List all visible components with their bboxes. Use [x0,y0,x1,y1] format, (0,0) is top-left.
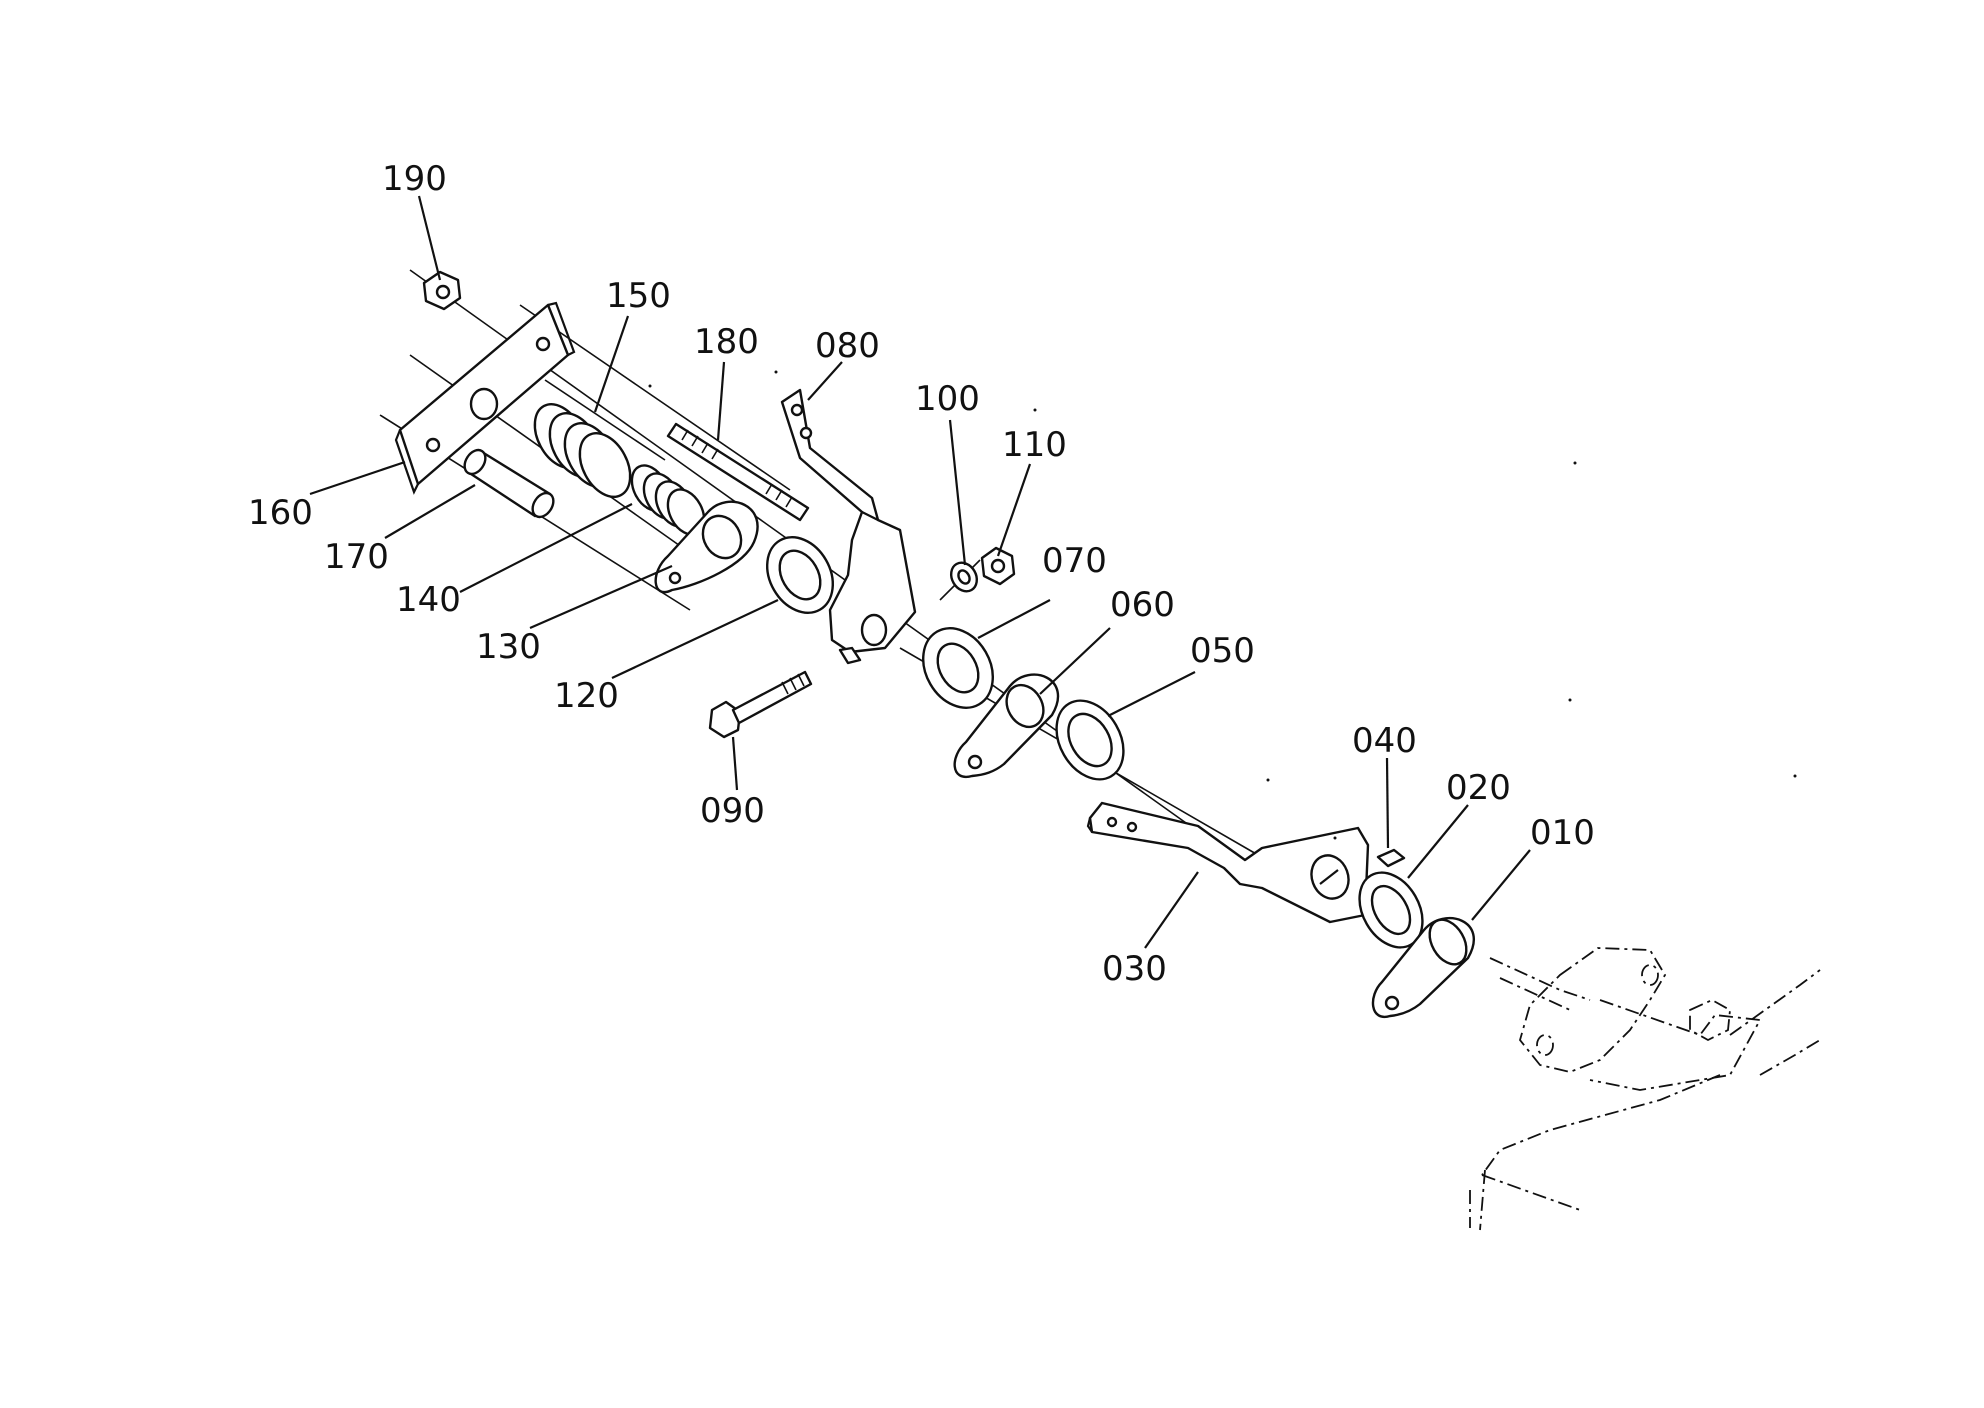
callout-050: 050 [1190,631,1255,671]
part-060-plate [953,673,1060,779]
part-010-plate [1371,916,1475,1019]
part-140-spring [630,464,706,536]
part-100-lock-washer [949,561,979,593]
callout-090: 090 [700,791,765,831]
callout-130: 130 [476,627,541,667]
callout-080: 080 [815,326,880,366]
part-020-washer [1358,871,1424,949]
callout-040: 040 [1352,721,1417,761]
scan-specks [648,370,1797,840]
part-080-lever [780,388,917,665]
housing-outline [1469,947,1821,1231]
callout-140: 140 [396,580,461,620]
callout-020: 020 [1446,768,1511,808]
part-050-washer [1055,699,1125,781]
part-030-arm [1086,801,1370,924]
part-070-washer [922,627,994,709]
callout-060: 060 [1110,585,1175,625]
callout-160: 160 [248,493,313,533]
leader-lines [309,195,1531,949]
part-120-washer [766,536,834,614]
callout-180: 180 [694,322,759,362]
callout-170: 170 [324,537,389,577]
callout-110: 110 [1002,425,1067,465]
part-160-plate [394,301,576,495]
callout-010: 010 [1530,813,1595,853]
part-110-nut [980,546,1016,586]
callout-190: 190 [382,159,447,199]
callout-150: 150 [606,276,671,316]
callout-120: 120 [554,676,619,716]
part-150-spring [533,403,632,498]
part-180-stud [666,422,810,522]
callout-labels: 190 150 180 080 100 110 070 060 050 160 … [248,159,1595,989]
part-040-key [1376,848,1406,868]
callout-100: 100 [915,379,980,419]
part-130-plate [654,500,759,594]
part-170-pin [463,448,555,519]
part-090-bolt [708,670,813,739]
callout-070: 070 [1042,541,1107,581]
part-190-nut [422,270,462,311]
callout-030: 030 [1102,949,1167,989]
